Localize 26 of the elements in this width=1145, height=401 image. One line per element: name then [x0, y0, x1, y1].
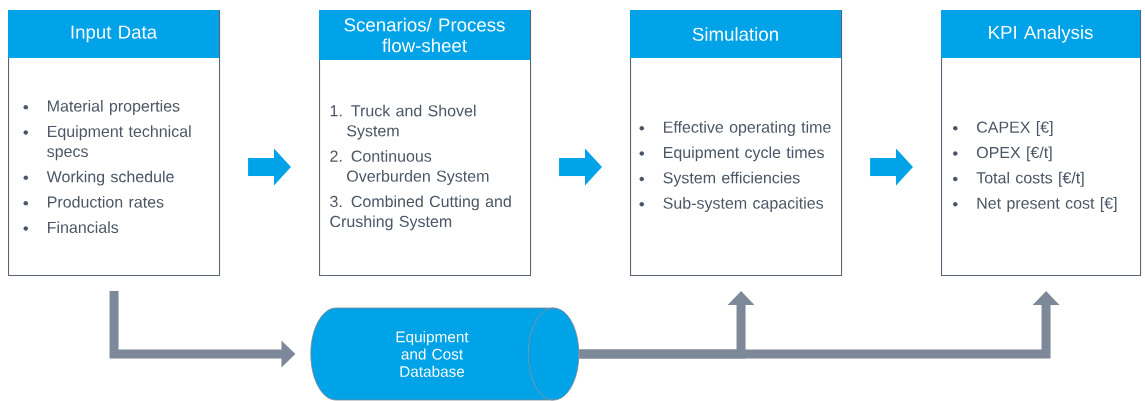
node-label: CAPEX [€] [977, 121, 1053, 136]
process-box [941, 10, 1142, 277]
node-label: Net present cost [€] [977, 197, 1117, 212]
header-band: Input Data [8, 10, 219, 58]
header-band: Scenarios/ Process flow-sheet [319, 10, 530, 60]
node-label: OPEX [€/t] [976, 146, 1052, 162]
bullet-list: Material properties Equipment technical specs Working schedule Production rates Financials [23, 99, 191, 234]
bullet-list: CAPEX [€] OPEX [€/t] Total costs [€/t] Net present cost [€] [953, 121, 1117, 212]
node-label: Material properties [48, 99, 180, 115]
header-band: KPI Analysis [941, 10, 1140, 58]
node-label: Equipment cycle times [664, 146, 824, 162]
node-label: Total costs [€/t] [976, 171, 1084, 187]
bullet-list: Effective operating time Equipment cycle times System efficiencies Sub-system capacities [639, 121, 831, 212]
node-label: System efficiencies [663, 171, 800, 187]
header-band: Simulation [630, 10, 841, 58]
process-box [319, 10, 532, 277]
database-cylinder: Equipment and Cost Database [310, 307, 580, 401]
process-box [630, 10, 843, 277]
node-label: Production rates [48, 195, 164, 208]
node-label: Working schedule [46, 170, 174, 186]
numbered-list: 1. Truck and Shovel System 2. Continuous Overburden System 3. Combined Cutting and Crushing System [330, 104, 511, 231]
node-label: Effective operating time [664, 121, 831, 136]
process-box [8, 10, 221, 277]
node-label: Financials [48, 221, 119, 234]
node-label: Equipment technical specs [47, 125, 191, 161]
node-label: Sub-system capacities [663, 197, 824, 212]
